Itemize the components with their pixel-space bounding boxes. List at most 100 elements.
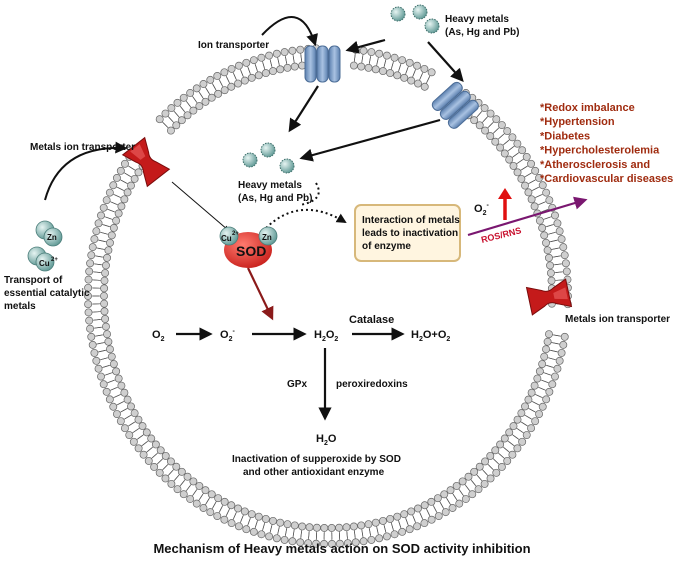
arrow-left-transporter-curve bbox=[44, 141, 128, 201]
lipid-head bbox=[177, 467, 186, 476]
reaction-h2o: H2O bbox=[316, 433, 337, 447]
lipid-head bbox=[491, 446, 500, 455]
lipid-head bbox=[84, 275, 93, 284]
lipid-head bbox=[461, 495, 470, 503]
lipid-head bbox=[109, 181, 118, 190]
lipid-head bbox=[214, 89, 223, 98]
reaction-o2: O2 bbox=[152, 329, 165, 343]
lipid-head bbox=[527, 159, 536, 168]
interaction-box bbox=[354, 204, 461, 262]
lipid-head bbox=[234, 79, 242, 88]
lipid-head bbox=[261, 514, 270, 523]
lipid-head bbox=[134, 444, 143, 453]
lipid-head bbox=[106, 238, 114, 247]
heavy-metal-ball bbox=[424, 18, 440, 34]
lipid-head bbox=[161, 474, 170, 483]
lipid-head bbox=[553, 219, 562, 228]
lipid-head bbox=[468, 490, 477, 499]
lipid-head bbox=[343, 539, 352, 548]
lipid-head bbox=[522, 152, 531, 161]
lipid-head bbox=[288, 46, 297, 55]
lipid-head bbox=[227, 64, 236, 73]
heavy-metals-top-label-1: Heavy metals bbox=[445, 14, 509, 25]
lipid-head bbox=[97, 211, 105, 220]
lipid-head bbox=[464, 472, 473, 481]
figure-caption: Mechanism of Heavy metals action on SOD … bbox=[153, 541, 530, 556]
lipid-head bbox=[105, 395, 114, 404]
lipid-head bbox=[517, 174, 526, 183]
lipid-head bbox=[109, 224, 118, 232]
lipid-head bbox=[100, 307, 109, 316]
lipid-head bbox=[535, 367, 544, 376]
lipid-head bbox=[116, 166, 125, 175]
lipid-head bbox=[420, 82, 429, 91]
lipid-head bbox=[542, 395, 551, 404]
lipid-head bbox=[420, 519, 429, 528]
essential-metals-cluster: Zn Cu 2+ bbox=[27, 220, 63, 272]
lipid-head bbox=[265, 51, 274, 60]
lipid-head bbox=[470, 116, 479, 125]
lipid-head bbox=[535, 216, 544, 225]
lipid-head bbox=[513, 168, 522, 177]
lipid-head bbox=[433, 494, 442, 503]
transport-label-1: Transport of bbox=[4, 275, 63, 286]
svg-text:O2-: O2- bbox=[474, 202, 489, 217]
lipid-head bbox=[503, 456, 512, 465]
lipid-head bbox=[290, 521, 299, 530]
lipid-head bbox=[538, 224, 547, 232]
lipid-head bbox=[492, 468, 501, 477]
interaction-box-line-1: Interaction of metals bbox=[362, 215, 460, 226]
lipid-head bbox=[538, 181, 547, 190]
lipid-head bbox=[220, 515, 229, 524]
lipid-head bbox=[312, 539, 321, 548]
lipid-head bbox=[220, 68, 229, 77]
lipid-head bbox=[100, 299, 109, 308]
lipid-head bbox=[90, 235, 99, 244]
cell-membrane bbox=[84, 44, 572, 548]
lipid-head bbox=[475, 121, 484, 130]
lipid-head bbox=[535, 174, 544, 182]
cu-outside-charge: 2+ bbox=[51, 257, 58, 263]
lipid-head bbox=[130, 409, 139, 418]
lipid-head bbox=[85, 267, 94, 276]
lipid-head bbox=[382, 51, 391, 60]
lipid-head bbox=[390, 530, 399, 539]
superoxide-increase-label: O2- bbox=[474, 202, 489, 217]
lipid-head bbox=[84, 292, 92, 300]
lipid-head bbox=[103, 253, 112, 262]
lipid-head bbox=[247, 510, 256, 519]
lipid-head bbox=[195, 102, 204, 111]
lipid-head bbox=[551, 372, 559, 381]
lipid-head bbox=[161, 109, 170, 118]
lipid-head bbox=[458, 477, 467, 486]
lipid-head bbox=[102, 387, 111, 396]
lipid-head bbox=[440, 490, 449, 499]
lipid-head bbox=[166, 126, 175, 135]
lipid-head bbox=[150, 463, 159, 471]
lipid-head bbox=[227, 519, 236, 528]
ion-transporter-right bbox=[431, 81, 479, 129]
transport-label-3: metals bbox=[4, 301, 36, 312]
lipid-head bbox=[427, 68, 436, 77]
lipid-head bbox=[172, 462, 181, 471]
lipid-head bbox=[109, 360, 118, 368]
sod-cu-label: Cu bbox=[221, 234, 232, 243]
lipid-head bbox=[547, 276, 556, 285]
lipid-head bbox=[242, 58, 251, 67]
lipid-head bbox=[173, 485, 182, 494]
ros-rns-label: ROS/RNS bbox=[480, 225, 522, 245]
lipid-head bbox=[398, 527, 407, 536]
heavy-metals-inner-label-2: (As, Hg and Pb) bbox=[238, 193, 312, 204]
lipid-head bbox=[195, 481, 204, 490]
sod-cu-charge: 2+ bbox=[232, 231, 239, 237]
lipid-head bbox=[530, 202, 539, 211]
sod-enzyme: SOD Cu 2+ Zn bbox=[219, 226, 278, 268]
lipid-head bbox=[201, 97, 210, 106]
lipid-head bbox=[559, 340, 568, 349]
lipid-head bbox=[538, 402, 547, 411]
lipid-head bbox=[88, 243, 97, 252]
lipid-head bbox=[452, 481, 461, 490]
arrow-top-transporter-inward bbox=[288, 85, 319, 133]
lipid-head bbox=[100, 292, 108, 300]
